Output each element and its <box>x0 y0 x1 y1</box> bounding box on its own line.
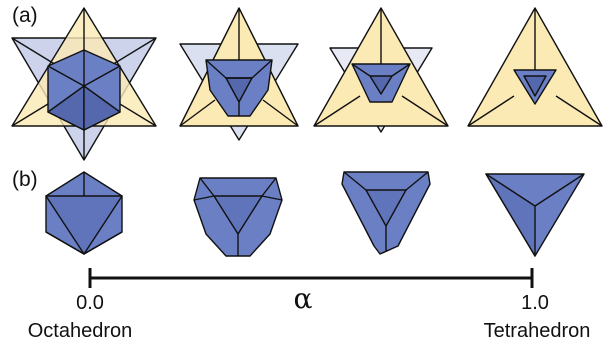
start-value: 0.0 <box>76 292 104 314</box>
row-b <box>45 171 585 257</box>
alpha-axis <box>88 268 534 288</box>
panel-b-label: (b) <box>12 168 38 191</box>
a1-star-octahedron <box>11 7 157 161</box>
row-a <box>11 7 603 161</box>
a3-star-truncated <box>313 7 449 133</box>
b4-tetrahedron <box>485 173 585 257</box>
b3-truncated <box>341 171 431 255</box>
a2-star-truncated <box>179 7 299 141</box>
a4-tetrahedron <box>467 7 603 127</box>
end-value: 1.0 <box>521 292 549 314</box>
b1-octahedron <box>45 171 123 255</box>
start-name: Octahedron <box>27 320 133 342</box>
alpha-symbol: α <box>293 282 313 315</box>
b2-truncated <box>193 177 283 257</box>
panel-a-label: (a) <box>12 4 38 27</box>
end-name: Tetrahedron <box>483 320 591 342</box>
